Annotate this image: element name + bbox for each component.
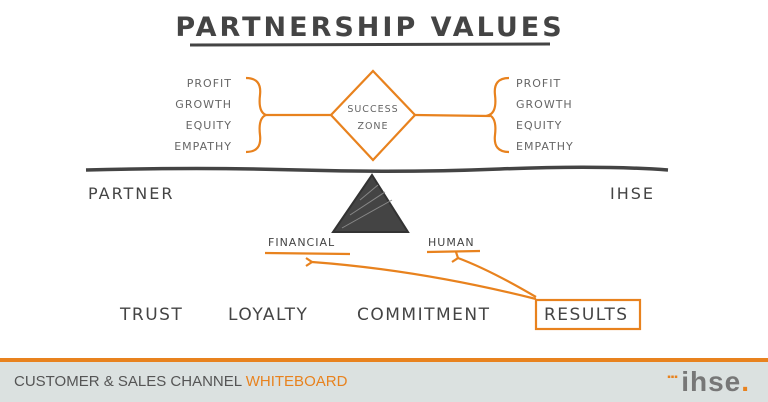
logo-text: ihse: [681, 366, 742, 397]
logo-dot: .: [741, 366, 750, 397]
right-connector: [414, 113, 491, 118]
partner-label: Partner: [88, 184, 175, 203]
results-to-financial-arrow: [311, 260, 537, 301]
page-title: Partnership Values: [175, 12, 565, 43]
value-item: Growth: [516, 98, 573, 111]
footer-caption: CUSTOMER & SALES CHANNEL WHITEBOARD: [14, 373, 347, 390]
trust-label: Trust: [120, 305, 184, 325]
results-to-human-arrow: [457, 256, 537, 298]
footer-accent-line: [0, 358, 768, 362]
title-underline: [189, 42, 551, 47]
results-box: [534, 298, 642, 331]
human-underline: [426, 249, 481, 254]
commitment-label: Commitment: [357, 305, 491, 325]
right-brace: [485, 76, 510, 154]
ihse-label: IHSE: [610, 184, 656, 203]
fulcrum-triangle: [331, 173, 410, 233]
human-label: Human: [428, 236, 475, 249]
value-item: Empathy: [174, 140, 232, 153]
value-item: Equity: [516, 119, 563, 132]
success-zone-label-1: Success: [347, 104, 399, 115]
success-zone-label-2: Zone: [357, 121, 389, 132]
arrowhead-icon: [451, 251, 460, 263]
ihse-logo: ▪▪▪ihse.: [667, 366, 750, 398]
logo-dots-icon: ▪▪▪: [667, 372, 678, 383]
financial-label: Financial: [268, 236, 336, 249]
value-item: Profit: [516, 77, 562, 90]
arrowhead-icon: [305, 257, 314, 267]
footer-caption-highlight: WHITEBOARD: [245, 373, 348, 390]
footer-caption-text: CUSTOMER & SALES CHANNEL: [14, 373, 242, 390]
footer-bar: CUSTOMER & SALES CHANNEL WHITEBOARD ▪▪▪i…: [0, 362, 768, 402]
left-brace: [245, 76, 270, 154]
value-item: Profit: [186, 77, 232, 90]
loyalty-label: Loyalty: [228, 305, 309, 325]
success-zone-diamond: [329, 69, 417, 162]
balance-beam: [85, 165, 669, 174]
right-values-list: Profit Growth Equity Empathy: [516, 73, 574, 157]
results-label: Results: [544, 305, 629, 325]
value-item: Equity: [185, 119, 232, 132]
left-values-list: Profit Growth Equity Empathy: [150, 73, 232, 157]
value-item: Empathy: [516, 140, 574, 153]
financial-underline: [264, 251, 351, 256]
value-item: Growth: [175, 98, 232, 111]
